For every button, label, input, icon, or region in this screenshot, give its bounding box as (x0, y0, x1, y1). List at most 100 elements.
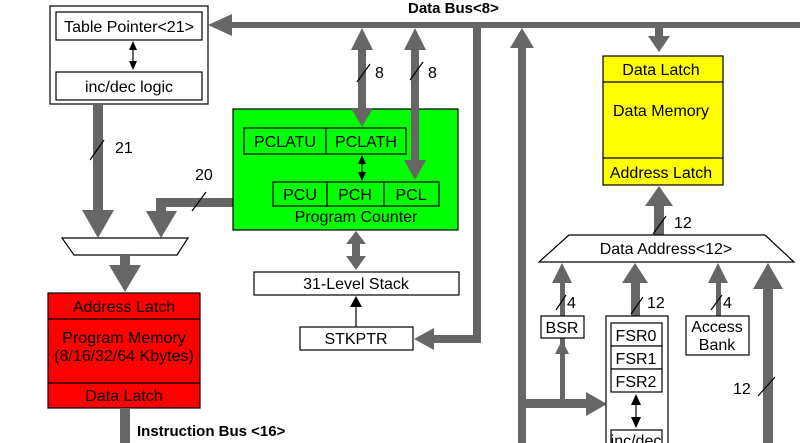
table-pointer-incdec (55, 71, 203, 101)
access-bank-block (685, 315, 750, 356)
bsr-out-width: 4 (567, 295, 576, 312)
pc-stack-arrow-down (346, 256, 366, 270)
address-mux (60, 237, 190, 256)
access-out-tick (710, 294, 723, 311)
fsr-out-tick (630, 296, 644, 315)
pcl-bus (411, 50, 419, 162)
table-pointer-label: Table Pointer<21> (64, 19, 194, 36)
pm-address-latch: Address Latch (73, 299, 175, 316)
stkptr-bus-vertical (473, 25, 481, 343)
pch-label: PCH (338, 187, 372, 204)
pcl-bus-tick (409, 61, 424, 81)
pm-data-latch: Data Latch (85, 388, 162, 405)
pclath-bus-width: 8 (375, 65, 384, 82)
fsr-incdec-arrow-down (631, 417, 641, 428)
pc-stack-bus (352, 243, 360, 257)
dm-in-bus (655, 25, 663, 39)
da-out-width: 12 (674, 215, 692, 232)
fsr1-label: FSR1 (616, 351, 657, 368)
pc-stack-arrow-up (346, 231, 366, 244)
tp-arrow-down (129, 61, 137, 70)
pcl-bus-arrow-down (404, 160, 426, 180)
dm-title: Data Memory (613, 103, 709, 120)
stkptr-bus-horizontal (432, 335, 481, 343)
pc-out-bus-vertical (156, 198, 166, 212)
fsr0-label: FSR0 (616, 328, 657, 345)
da-out-tick (652, 215, 667, 235)
pcu-label: PCU (283, 187, 317, 204)
stkptr-label: STKPTR (324, 331, 387, 348)
access-out-arrowhead (708, 263, 728, 283)
right-bus-tick (757, 376, 776, 397)
access-out-width: 4 (723, 295, 732, 312)
access-bank-line1: Access (691, 319, 743, 336)
bsr-out-arrowhead (552, 263, 572, 283)
pclath-pch-arrow-up (358, 155, 366, 164)
pch-register (326, 181, 385, 207)
left-data-bus-riser (518, 48, 526, 443)
stkptr-register (299, 326, 414, 351)
pc-bus-width-tick (191, 191, 207, 212)
right-bus-arrowhead (753, 263, 783, 289)
data-bus-line (232, 22, 800, 28)
data-bus-label: Data Bus<8> (408, 0, 499, 17)
pcl-label: PCL (395, 187, 426, 204)
pclath-bus-arrow-up (351, 28, 373, 50)
dm-data-latch: Data Latch (622, 62, 699, 79)
fsr-out-arrowhead (622, 263, 648, 283)
mux-out-bus (120, 255, 130, 265)
pc-title: Program Counter (295, 209, 418, 226)
fsr-incdec-arrow-up (631, 394, 641, 405)
pm-sizes: (8/16/32/64 Kbytes) (54, 348, 194, 365)
pcl-bus-width: 8 (428, 65, 437, 82)
pc-out-bus-horizontal (156, 198, 236, 207)
pcl-bus-arrow-up (404, 28, 426, 50)
pc-bus-width: 20 (195, 167, 213, 184)
pcl-register (383, 181, 440, 207)
pm-title: Program Memory (62, 330, 186, 347)
bsr-register (540, 315, 585, 339)
stack-block (253, 271, 460, 296)
data-address-mux (537, 234, 796, 263)
instruction-bus-label: Instruction Bus <16> (137, 423, 286, 440)
pclath-bus-tick (356, 63, 371, 83)
pclath-label: PCLATH (335, 134, 397, 151)
bsr-out-bus (560, 282, 565, 316)
access-bank-line2: Bank (699, 337, 736, 354)
da-out-arrowhead (645, 186, 673, 206)
tp-out-arrowhead (82, 210, 114, 238)
pclath-bus-arrow-down (351, 108, 373, 127)
program-memory-block (47, 292, 201, 409)
fsr-out-bus (631, 282, 640, 317)
tp-out-bus (93, 104, 103, 210)
pclath-bus (358, 50, 366, 110)
left-riser-arrowhead (510, 28, 534, 48)
mux-out-arrowhead (109, 265, 141, 292)
tp-bus-width: 21 (115, 140, 133, 157)
table-pointer-incdec-label: inc/dec logic (85, 79, 173, 96)
fsr-incdec-logic (610, 429, 663, 443)
stkptr-arrow-head (350, 296, 362, 307)
fsr-incdec-label: inc/dec (611, 433, 662, 443)
dm-in-arrowhead (648, 36, 670, 52)
data-bus-arrowhead-left (208, 14, 232, 36)
right-bus (763, 288, 773, 443)
data-memory-block (602, 55, 724, 186)
fsr2-label: FSR2 (616, 374, 657, 391)
tp-arrow-up (129, 41, 137, 50)
table-pointer-register (55, 11, 203, 41)
dm-address-latch: Address Latch (610, 165, 712, 182)
tp-bus-width-tick (89, 139, 105, 161)
fsr-out-width: 12 (647, 295, 665, 312)
pclath-register (325, 127, 407, 155)
bsr-out-tick (555, 294, 567, 311)
fsr2-register (610, 368, 663, 393)
pclath-pch-arrow-down (358, 172, 366, 181)
pc-out-arrowhead (146, 211, 177, 238)
right-bus-width: 12 (733, 381, 751, 398)
fsr-feed-arrowhead (586, 392, 607, 416)
stkptr-bus-arrowhead (414, 328, 434, 350)
instruction-bus-line (120, 408, 130, 443)
bsr-feed-arrowhead (555, 340, 569, 354)
